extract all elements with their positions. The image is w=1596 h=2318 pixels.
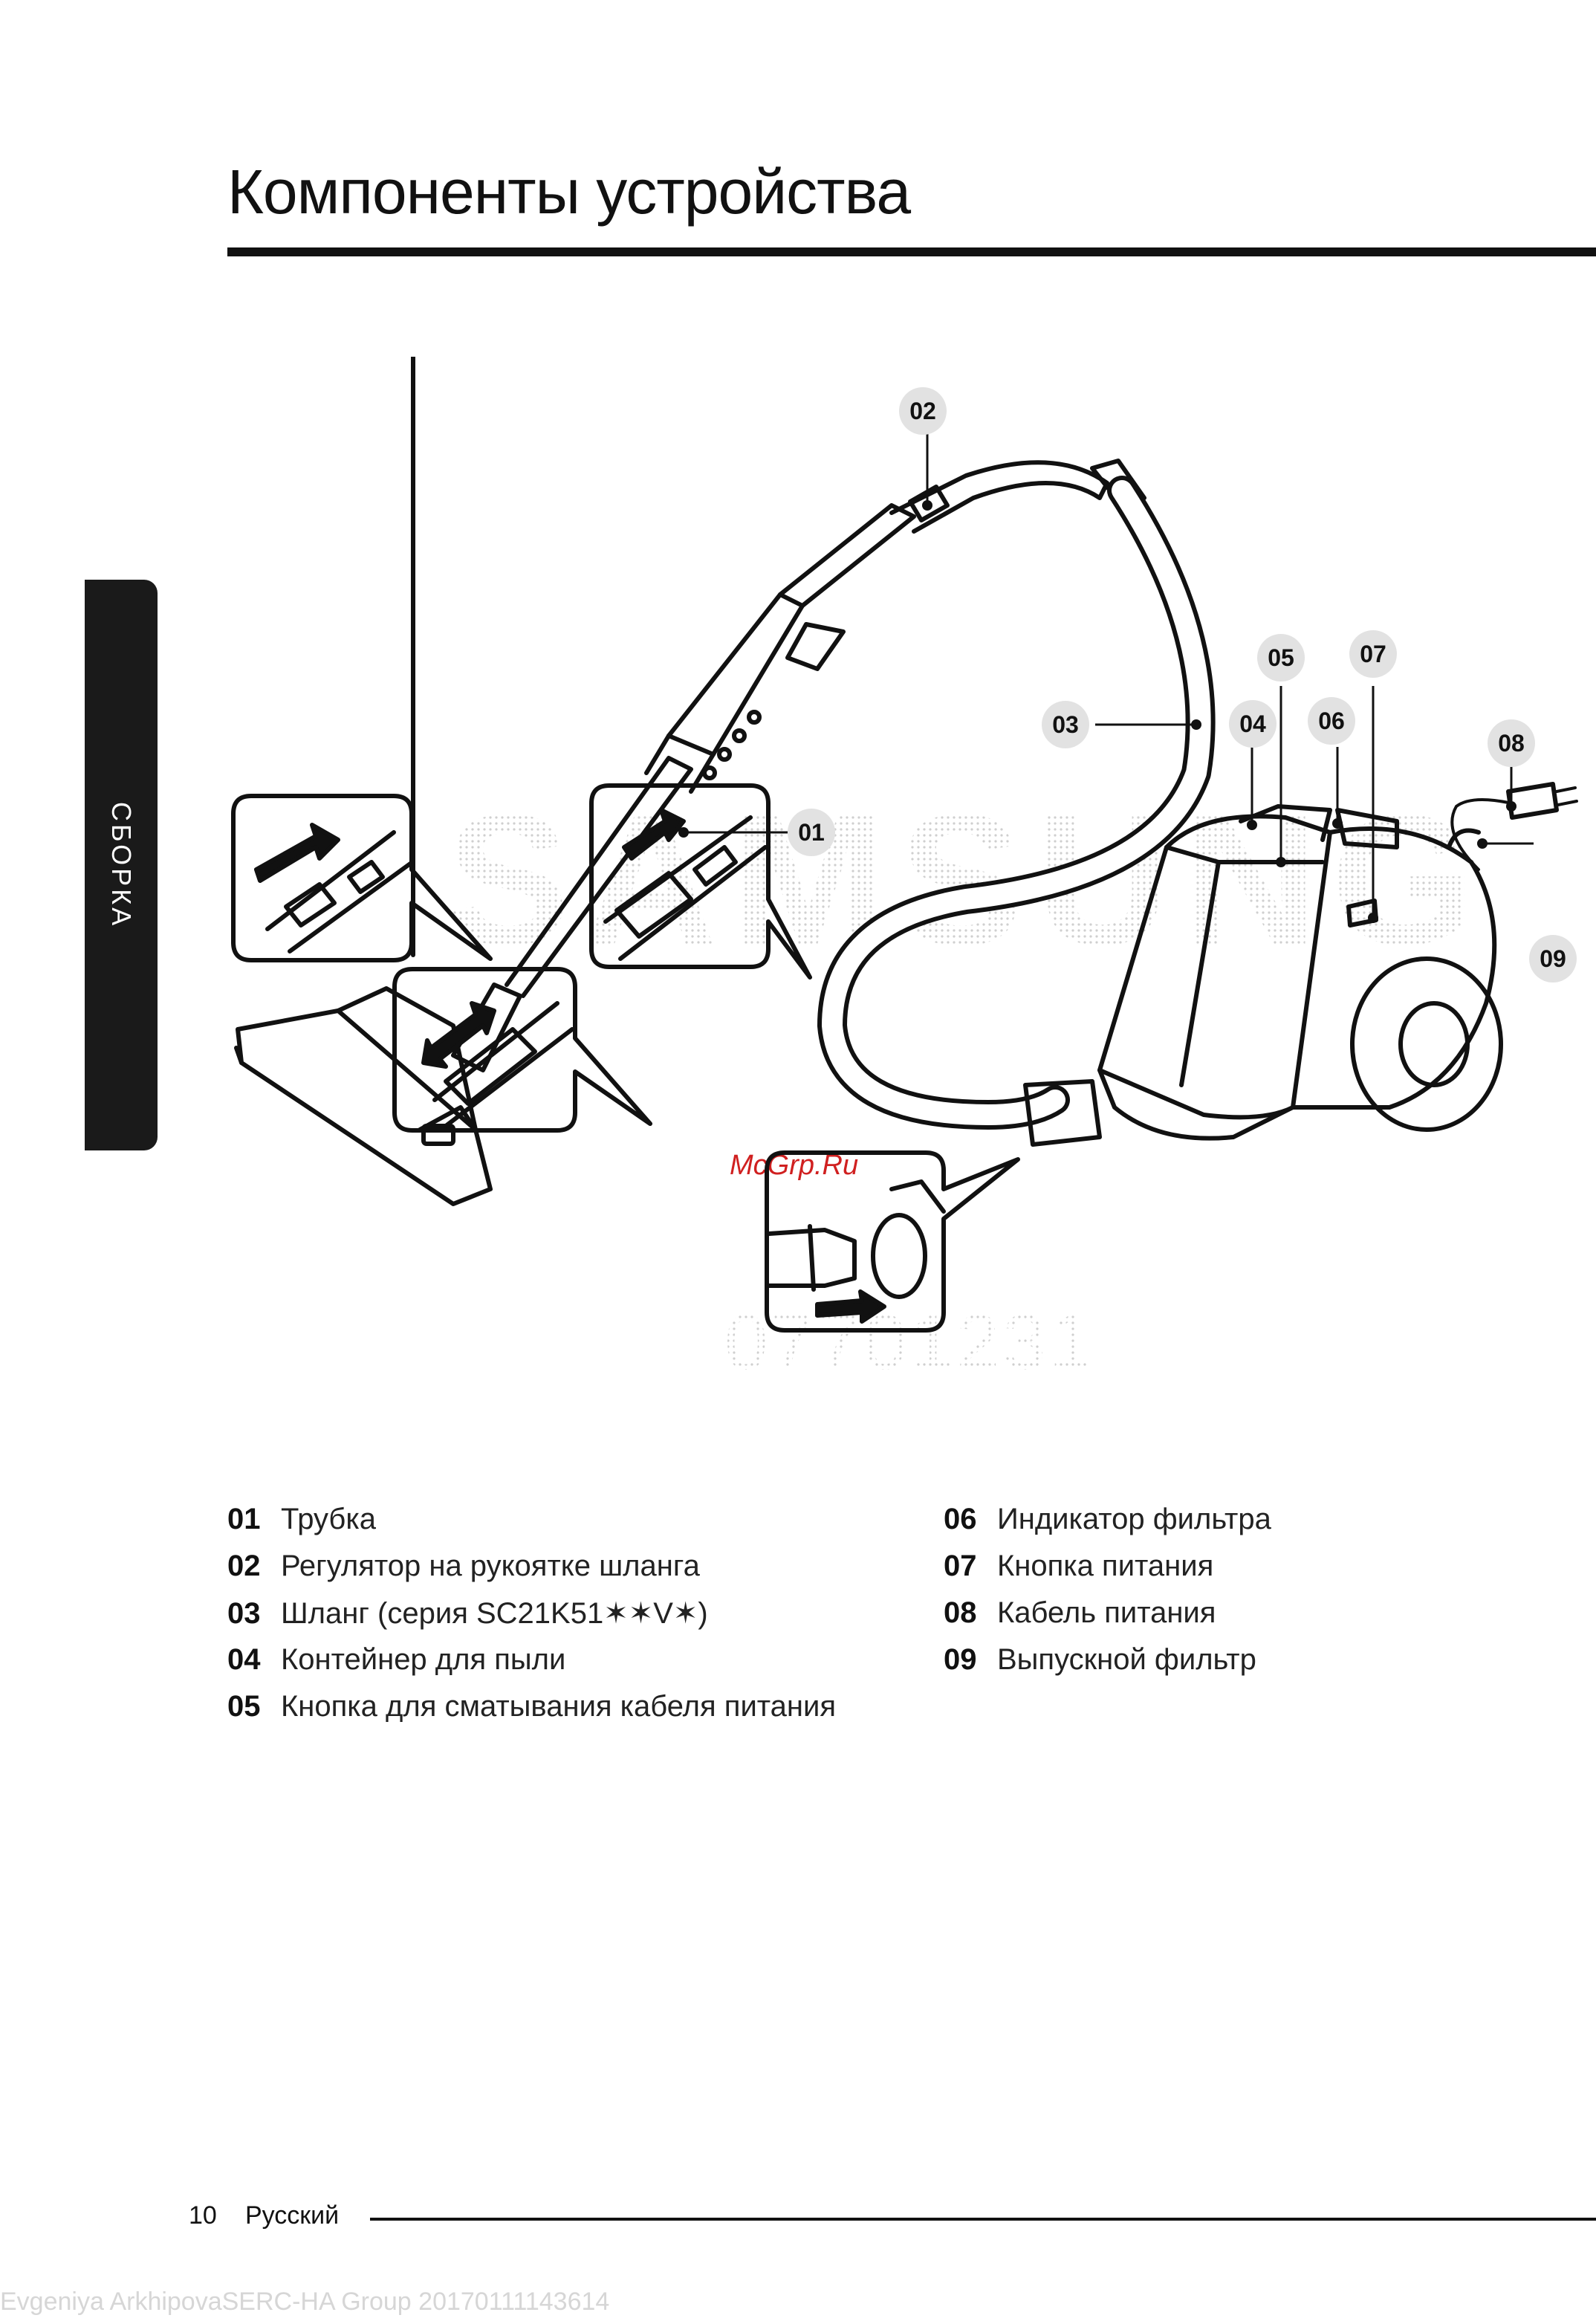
legend-left: 01 Трубка 02 Регулятор на рукоятке шланг… bbox=[227, 1503, 836, 1737]
svg-text:09: 09 bbox=[1540, 945, 1566, 972]
legend-item: 07 Кнопка питания bbox=[944, 1550, 1271, 1596]
page-title: Компоненты устройства bbox=[227, 157, 911, 227]
legend-text: Шланг (серия SC21K51✶✶V✶) bbox=[281, 1597, 708, 1630]
legend-num: 02 bbox=[227, 1550, 261, 1582]
legend-item: 06 Индикатор фильтра bbox=[944, 1503, 1271, 1550]
callout-05: 05 bbox=[1257, 634, 1305, 682]
legend-num: 05 bbox=[227, 1690, 261, 1723]
callout-06: 06 bbox=[1308, 697, 1355, 745]
legend-text: Кнопка для сматывания кабеля питания bbox=[281, 1690, 837, 1723]
leader-lines bbox=[684, 421, 1534, 918]
svg-text:06: 06 bbox=[1318, 708, 1345, 734]
legend-item: 01 Трубка bbox=[227, 1503, 836, 1550]
legend-text: Кнопка питания bbox=[997, 1550, 1214, 1582]
legend-text: Выпускной фильтр bbox=[997, 1643, 1256, 1676]
legend-item: 05 Кнопка для сматывания кабеля питания bbox=[227, 1690, 836, 1737]
legend-num: 03 bbox=[227, 1597, 261, 1630]
legend-num: 04 bbox=[227, 1643, 261, 1676]
number-watermark: 07701231 bbox=[724, 1299, 1095, 1386]
legend-right: 06 Индикатор фильтра 07 Кнопка питания 0… bbox=[944, 1503, 1271, 1690]
inset-telescope-frame bbox=[392, 967, 652, 1133]
page-language: Русский bbox=[245, 2201, 340, 2230]
legend-text: Контейнер для пыли bbox=[281, 1643, 566, 1676]
legend-num: 06 bbox=[944, 1503, 977, 1535]
telescopic-tube bbox=[451, 503, 916, 1072]
legend-num: 01 bbox=[227, 1503, 261, 1535]
legend-num: 07 bbox=[944, 1550, 977, 1582]
svg-text:05: 05 bbox=[1268, 644, 1294, 671]
vacuum-diagram: SAMSUNG 07701231 McGrp.Ru bbox=[231, 357, 1578, 1386]
legend-item: 02 Регулятор на рукоятке шланга bbox=[227, 1550, 836, 1596]
legend-item: 04 Контейнер для пыли bbox=[227, 1643, 836, 1690]
svg-text:03: 03 bbox=[1052, 711, 1079, 738]
callout-09: 09 bbox=[1529, 935, 1577, 982]
floor-brush bbox=[234, 986, 493, 1206]
legend-item: 08 Кабель питания bbox=[944, 1596, 1271, 1643]
svg-text:01: 01 bbox=[798, 819, 825, 846]
document-stamp: Evgeniya ArkhipovaSERC-HA Group 20170111… bbox=[0, 2288, 610, 2316]
inset-telescope-content bbox=[421, 1001, 574, 1128]
svg-text:02: 02 bbox=[909, 398, 936, 424]
brand-watermark: SAMSUNG bbox=[446, 776, 1489, 983]
inset-tube-release bbox=[231, 794, 493, 962]
callout-03: 03 bbox=[1042, 701, 1089, 748]
svg-text:07: 07 bbox=[1360, 641, 1386, 667]
callout-01: 01 bbox=[788, 809, 835, 856]
section-tab: СБОРКА bbox=[85, 580, 158, 1150]
legend-text: Регулятор на рукоятке шланга bbox=[281, 1550, 700, 1582]
inset-tube-adjust bbox=[411, 357, 415, 957]
callout-02: 02 bbox=[899, 387, 947, 435]
callout-07: 07 bbox=[1349, 630, 1397, 678]
footer-rule bbox=[370, 2218, 1596, 2221]
legend-text: Индикатор фильтра bbox=[997, 1503, 1271, 1535]
hose bbox=[817, 476, 1216, 1147]
callout-08: 08 bbox=[1488, 719, 1535, 767]
legend-item: 09 Выпускной фильтр bbox=[944, 1643, 1271, 1690]
page-number: 10 bbox=[189, 2201, 217, 2230]
legend-num: 09 bbox=[944, 1643, 977, 1676]
svg-text:04: 04 bbox=[1239, 710, 1266, 737]
svg-text:08: 08 bbox=[1498, 730, 1525, 757]
callout-04: 04 bbox=[1229, 700, 1277, 748]
legend-item: 03 Шланг (серия SC21K51✶✶V✶) bbox=[227, 1596, 836, 1643]
legend-num: 08 bbox=[944, 1596, 977, 1629]
hose-handle bbox=[889, 459, 1146, 534]
inset-hose-connect bbox=[765, 1150, 1020, 1333]
legend-text: Трубка bbox=[281, 1503, 376, 1535]
legend-text: Кабель питания bbox=[997, 1596, 1216, 1629]
vacuum-body bbox=[1097, 804, 1503, 1141]
title-rule bbox=[227, 247, 1596, 256]
leader-dots bbox=[678, 500, 1516, 923]
inset-handle-slider bbox=[589, 783, 812, 980]
